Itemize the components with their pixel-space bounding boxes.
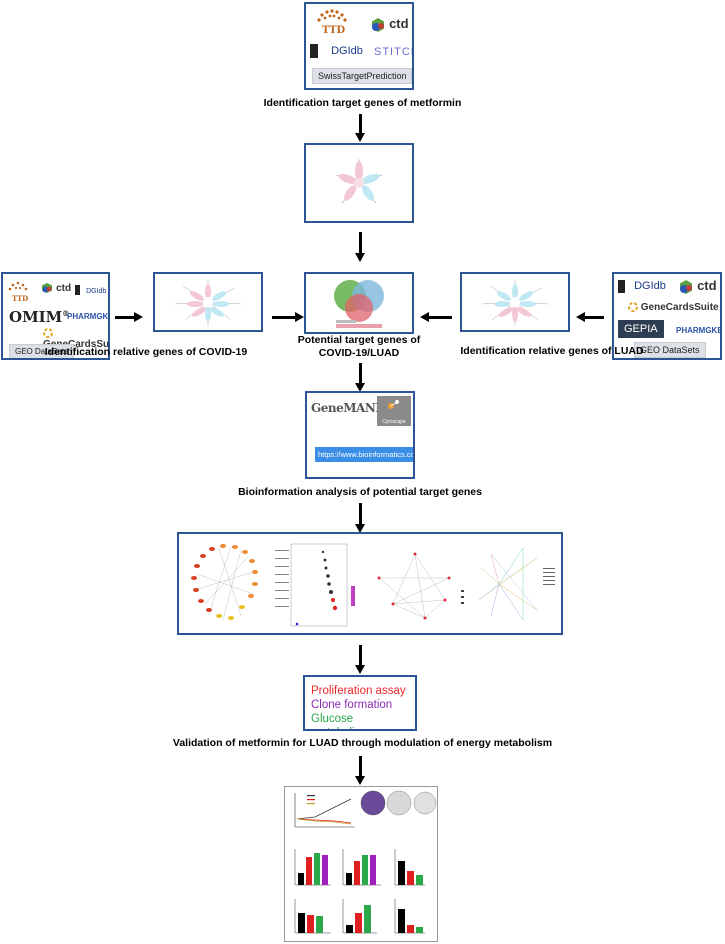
- luad-network-diagram: [481, 280, 549, 326]
- ctd-luad-logo: ctd: [678, 278, 717, 295]
- swisstargetprediction-logo: SwissTargetPrediction: [312, 68, 412, 84]
- ctd-icon: [372, 18, 384, 33]
- arrow-down-2: [355, 232, 365, 262]
- potential-caption-text: Potential target genes of COVID-19/LUAD: [297, 334, 421, 359]
- genecards-icon: [43, 328, 53, 339]
- ctd-small-logo: ctd: [41, 282, 71, 294]
- venn-box: [304, 272, 414, 334]
- chord-legend: [543, 568, 555, 585]
- gepia-logo: GEPIA: [618, 320, 664, 338]
- enrichment-dotplot-figure: [275, 543, 355, 627]
- pharmgkb-luad-logo: PHARMGKB: [676, 326, 722, 335]
- luad-databases-box: DGIdb ctd GeneCardsSuite GEPIA PHARMGKB …: [612, 272, 722, 360]
- metformin-caption: Identification target genes of metformin: [263, 97, 462, 109]
- covid-network-diagram: [174, 280, 242, 326]
- luad-network-box: [460, 272, 570, 332]
- metformin-network-box: [304, 143, 414, 223]
- ctd-small-label: ctd: [56, 283, 72, 294]
- omim-label: OMIM: [9, 308, 63, 326]
- ttd-dots-icon: [317, 9, 347, 22]
- dgidb-luad-label: DGIdb: [634, 280, 666, 293]
- analysis-results-box: [177, 532, 563, 635]
- experimental-results-box: [284, 786, 438, 942]
- analysis-results-figures: [191, 543, 555, 627]
- arrow-down-5: [355, 645, 365, 674]
- validation-caption: Validation of metformin for LUAD through…: [172, 737, 553, 749]
- cytoscape-icon: [388, 400, 399, 409]
- metformin-databases-box: TTD ctd DGIdb STITCH SwissTargetPredicti…: [304, 2, 414, 90]
- ttd-label: TTD: [322, 25, 346, 36]
- ppi-network-figure: [191, 544, 258, 621]
- ctd-label: ctd: [389, 16, 409, 31]
- arrow-right-1: [115, 312, 143, 322]
- bar-chart-row-1: [294, 849, 425, 886]
- covid-databases-box: TTD ctd DGIdb OMIM® PHARMGKB GeneCardsSu…: [1, 272, 110, 360]
- omim-registered-mark: ®: [62, 309, 70, 318]
- experimental-results-figures: [294, 790, 437, 934]
- dgidb-luad-icon: [618, 280, 625, 293]
- pharmgkb-logo: PHARMGKB: [67, 312, 110, 321]
- ctd-logo: ctd: [370, 16, 409, 33]
- clone-formation-label: Clone formation: [311, 699, 393, 711]
- validation-experiments-box: Proliferation assay Clone formation Gluc…: [303, 675, 417, 731]
- ttd-small-icon: [8, 281, 28, 291]
- omim-logo: OMIM®: [9, 308, 69, 326]
- cytoscape-logo: Cytoscape: [377, 396, 411, 426]
- ctd-small-icon: [42, 283, 52, 294]
- arrow-right-2: [272, 312, 304, 322]
- dgidb-small-label: DGIdb: [86, 288, 107, 295]
- genecards-luad-logo: GeneCardsSuite: [628, 302, 719, 313]
- glucose-metabolism-label: Glucose metabolism: [311, 713, 370, 729]
- clone-formation-dishes-figure: [359, 790, 437, 831]
- arrow-down-4: [355, 503, 365, 533]
- potential-caption: Potential target genes of COVID-19/LUAD: [292, 334, 426, 360]
- bioinfo-tools-box: GeneMANIA Cytoscape https://www.bioinfor…: [305, 391, 415, 479]
- pathway-network-figure: [378, 553, 450, 619]
- arrow-down-6: [355, 756, 365, 785]
- ttd-small-logo: TTD: [7, 280, 29, 303]
- ctd-luad-label: ctd: [697, 278, 717, 293]
- geo-datasets-luad-logo: GEO DataSets: [634, 342, 706, 358]
- arrow-left-2: [576, 312, 604, 322]
- ttd-logo: TTD: [314, 8, 350, 36]
- genemania-logo: GeneMANIA: [311, 401, 390, 415]
- metformin-network-diagram: [335, 159, 383, 204]
- proliferation-assay-label: Proliferation assay: [311, 685, 406, 697]
- ttd-small-label: TTD: [12, 294, 29, 303]
- dgidb-luad-logo: DGIdb: [618, 280, 666, 293]
- bioinformatics-url: https://www.bioinformatics.com.cn: [315, 447, 413, 462]
- dgidb-icon: [310, 44, 318, 58]
- ctd-luad-icon: [680, 280, 692, 295]
- genecards-logo: GeneCardsSuite: [43, 328, 110, 350]
- dgidb-small-logo: DGIdb: [75, 284, 106, 296]
- luad-caption: Identification relative genes of LUAD: [460, 345, 644, 357]
- dgidb-label: DGIdb: [331, 44, 363, 57]
- stitch-logo: STITCH: [374, 46, 412, 58]
- genecards-label: GeneCardsSuite: [43, 339, 110, 350]
- covid-network-box: [153, 272, 263, 332]
- proliferation-line-chart-figure: [294, 793, 355, 828]
- chord-figure: [478, 547, 538, 621]
- arrow-down-1: [355, 114, 365, 142]
- genecards-luad-label: GeneCardsSuite: [640, 302, 719, 313]
- cytoscape-label: Cytoscape: [382, 419, 406, 425]
- pathway-network-nodes: [377, 552, 451, 620]
- bioinfo-caption: Bioinformation analysis of potential tar…: [238, 486, 482, 498]
- genecards-luad-icon: [628, 302, 638, 313]
- pathway-legend: [461, 590, 464, 604]
- geo-datasets-logo: GEO DataSets: [9, 344, 74, 358]
- venn-diagram: [334, 280, 384, 328]
- arrow-down-3: [355, 363, 365, 392]
- covid-caption: Identification relative genes of COVID-1…: [44, 346, 248, 358]
- dgidb-small-icon: [75, 285, 80, 296]
- dgidb-logo: DGIdb: [310, 44, 363, 58]
- bar-chart-row-2: [294, 899, 425, 934]
- arrow-left-1: [420, 312, 452, 322]
